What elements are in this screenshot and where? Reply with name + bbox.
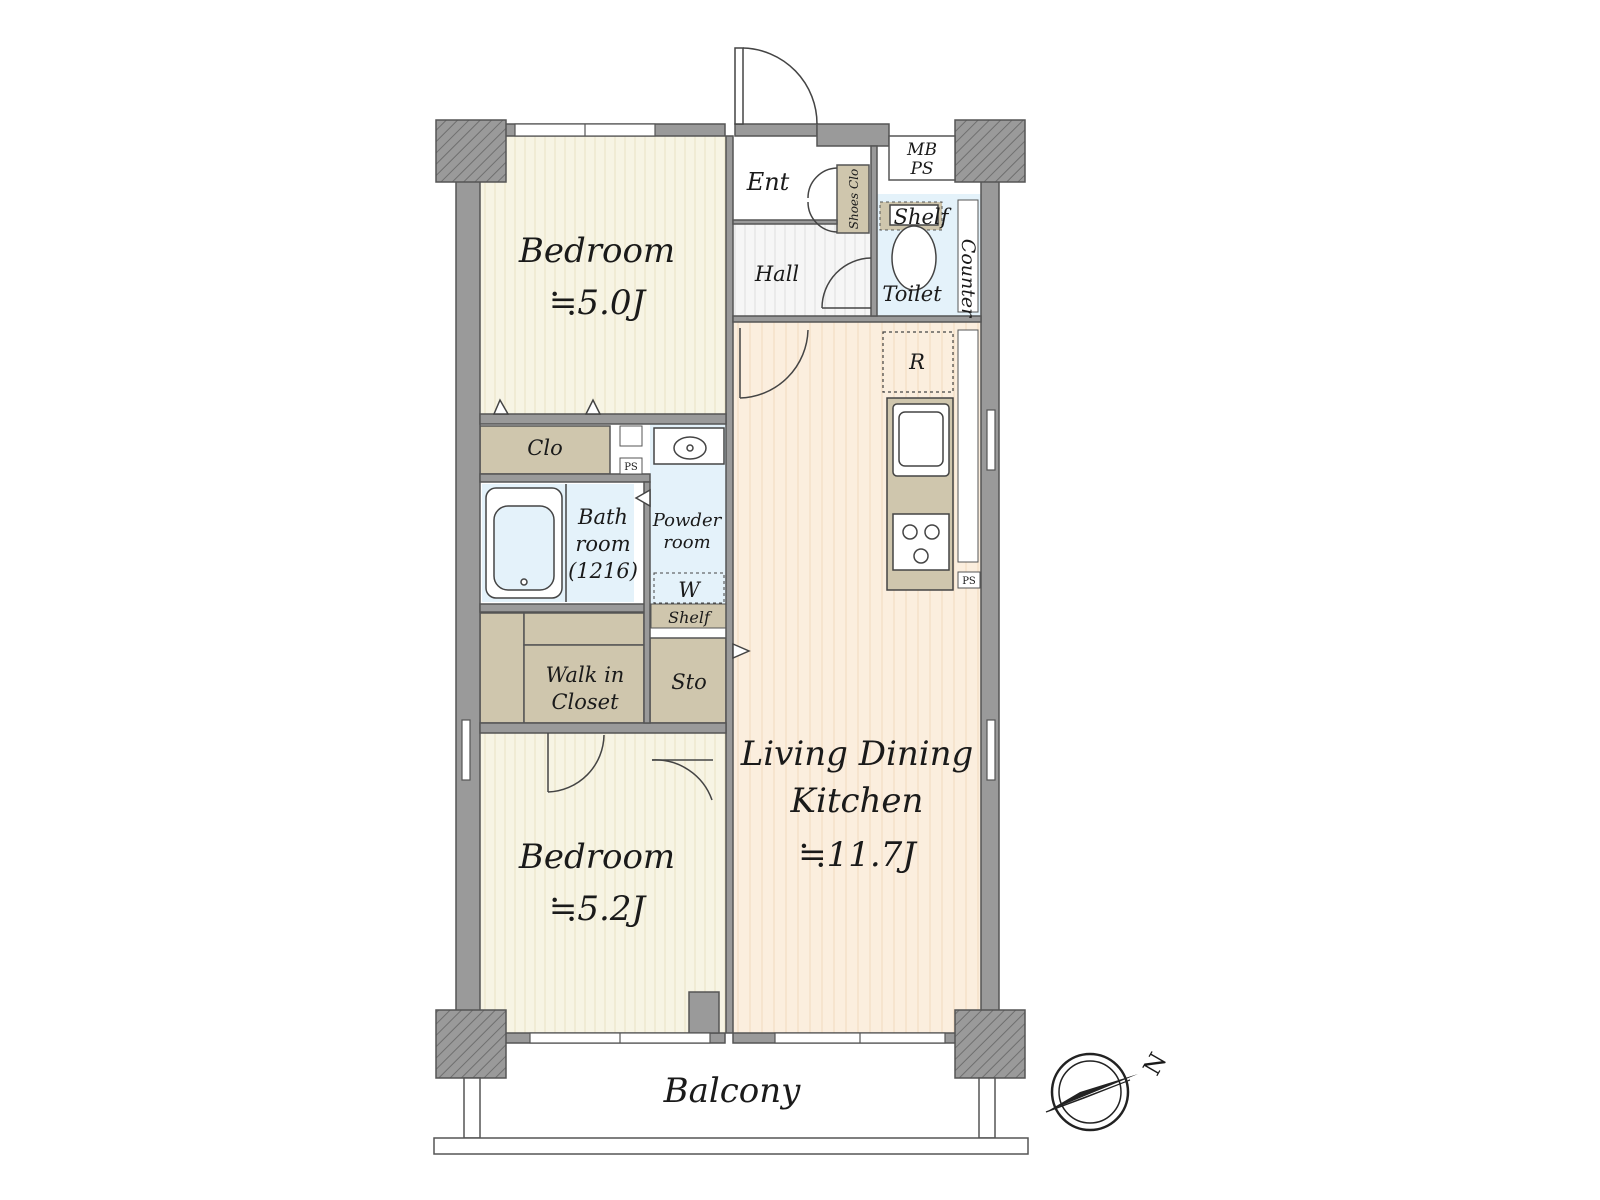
storage-label: Sto [671, 670, 706, 694]
powder-label-line2: room [663, 532, 710, 553]
walls [455, 123, 1000, 1044]
bedroom-north-name: Bedroom [518, 231, 675, 271]
powder-shelf-label: Shelf [668, 608, 713, 627]
bedroom-north-area: ≒5.0J [549, 283, 648, 323]
sink-icon [653, 427, 725, 465]
shoes-closet-label: Shoes Clo [847, 169, 861, 230]
washer-label: W [678, 578, 702, 602]
balcony-label: Balcony [663, 1071, 802, 1111]
toilet-icon [889, 204, 939, 291]
ps-small-label: PS [624, 462, 638, 473]
bedroom-north-floor [480, 136, 726, 414]
column-se [954, 1009, 1026, 1079]
closet-label: Clo [527, 436, 562, 460]
refrigerator-label: R [908, 350, 925, 374]
bedroom-south-floor [480, 733, 726, 1033]
kitchen-back-counter [957, 329, 979, 563]
balcony [433, 1077, 1029, 1155]
hall-label: Hall [754, 262, 799, 286]
powder-shelf-fill [650, 603, 728, 629]
ldk-area: ≒11.7J [798, 835, 918, 875]
ps-box-kitchen [957, 571, 981, 589]
column-ne [954, 119, 1026, 183]
toilet-label: Toilet [882, 282, 942, 306]
mbps-label-line1: MB [906, 140, 937, 160]
ldk-name-line1: Living Dining [740, 734, 974, 774]
hall-floor [733, 223, 871, 316]
column-sw [435, 1009, 507, 1079]
column-nw [435, 119, 507, 183]
windows [461, 123, 996, 1044]
kitchen-counter [886, 397, 954, 591]
bath-label-line2: room [575, 532, 630, 556]
entrance-floor [733, 146, 837, 220]
bath-label-line1: Bath [577, 505, 628, 529]
compass-north-label: N [1138, 1048, 1173, 1080]
walkin-closet-top [523, 612, 645, 646]
bath-label-line3: (1216) [568, 559, 638, 583]
entrance-label: Ent [746, 168, 790, 196]
walkin-closet-label-line1: Walk in [546, 663, 625, 687]
bedroom-south-area: ≒5.2J [549, 889, 648, 929]
walkin-closet-label-line2: Closet [551, 690, 619, 714]
bathtub [485, 487, 563, 599]
toilet-shelf-label: Shelf [894, 205, 952, 229]
mbps-box [888, 135, 956, 181]
walkin-closet-left [479, 612, 525, 724]
ps-kitchen-label: PS [962, 576, 976, 587]
compass-icon [1045, 1052, 1138, 1132]
storage-fill [649, 637, 727, 724]
ps-box-small [619, 457, 643, 475]
bedroom-south-name: Bedroom [518, 837, 675, 877]
refrigerator-space [882, 331, 954, 393]
ps-box-upper [619, 425, 643, 447]
counter-strip [957, 199, 979, 313]
shoes-closet-fill [836, 164, 870, 234]
washer-box [653, 572, 725, 604]
mbps-label-line2: PS [909, 159, 933, 179]
ldk-name-line2: Kitchen [790, 781, 924, 821]
counter-label: Counter [957, 239, 979, 319]
powder-label-line1: Powder [652, 510, 723, 531]
doors [492, 47, 872, 801]
